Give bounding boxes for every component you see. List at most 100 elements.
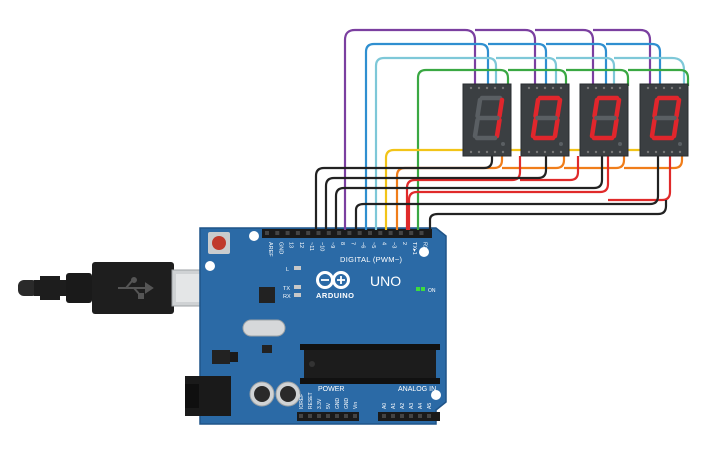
wire[interactable]: [407, 156, 672, 230]
analog-pin-label: A0: [382, 403, 388, 409]
segment-b: [674, 97, 682, 119]
digital-pin[interactable]: [337, 231, 342, 235]
small-ic: [262, 345, 272, 353]
segment-c: [611, 117, 619, 139]
analog-pin-label: A4: [418, 403, 424, 409]
wire[interactable]: [334, 156, 604, 230]
analog-pin[interactable]: [418, 414, 422, 418]
digital-pin-label: AREF: [267, 242, 273, 257]
wire[interactable]: [416, 68, 690, 230]
power-pin[interactable]: [299, 414, 303, 418]
seven-segment-display-3[interactable]: 0: [579, 83, 629, 169]
power-pin[interactable]: [353, 414, 357, 418]
brand-label: ARDUINO: [316, 291, 355, 300]
wire[interactable]: [428, 200, 668, 230]
digital-pin-label: 2: [401, 242, 407, 245]
analog-pin[interactable]: [391, 414, 395, 418]
usb-cable[interactable]: [18, 262, 213, 314]
digital-pin[interactable]: [378, 231, 383, 235]
svg-text:ON: ON: [428, 288, 436, 294]
power-pin[interactable]: [317, 414, 321, 418]
segment-f: [652, 97, 660, 119]
digital-pin[interactable]: [388, 231, 393, 235]
digital-pin[interactable]: [409, 231, 414, 235]
segment-b: [555, 97, 563, 119]
analog-pin-label: A1: [391, 403, 397, 409]
seven-segment-display-1[interactable]: 1: [462, 83, 512, 169]
segment-b: [497, 97, 505, 119]
decimal-point: [618, 142, 622, 146]
segment-e: [530, 117, 538, 139]
digital-pin[interactable]: [347, 231, 352, 235]
wire[interactable]: [343, 28, 652, 230]
decimal-point: [501, 142, 505, 146]
wire[interactable]: [324, 156, 548, 230]
wire[interactable]: [374, 56, 686, 230]
digital-pin-label: 4: [380, 242, 386, 245]
wire[interactable]: [364, 42, 662, 230]
segment-c: [552, 117, 560, 139]
wire[interactable]: [314, 156, 494, 230]
decimal-point: [678, 142, 682, 146]
digital-pin[interactable]: [316, 231, 321, 235]
digital-pin[interactable]: [265, 231, 269, 235]
wire[interactable]: [405, 156, 580, 230]
analog-pin[interactable]: [400, 414, 404, 418]
power-jack[interactable]: [185, 376, 231, 416]
digital-pin[interactable]: [306, 231, 311, 235]
model-label: UNO: [370, 273, 401, 289]
power-pin[interactable]: [326, 414, 330, 418]
digital-pin[interactable]: [357, 231, 362, 235]
power-pin[interactable]: [335, 414, 339, 418]
analog-pin[interactable]: [409, 414, 413, 418]
digital-pin[interactable]: [419, 231, 424, 235]
reset-button[interactable]: [208, 232, 230, 254]
seven-segment-display-2[interactable]: 0: [520, 83, 570, 169]
digital-pin-label: TX▸1: [411, 242, 417, 255]
digital-pin-label: GND: [277, 242, 283, 254]
led-rx-label: RX: [283, 294, 291, 300]
decimal-point: [559, 142, 563, 146]
wire[interactable]: [354, 156, 660, 230]
analog-header[interactable]: [378, 412, 440, 421]
digital-pin[interactable]: [295, 231, 300, 235]
segment-c: [671, 117, 679, 139]
power-pin-label: IOREF: [299, 394, 305, 409]
segment-e: [649, 117, 657, 139]
digital-pin-label: ~11: [308, 242, 314, 251]
digital-pin-label: ~3: [391, 242, 397, 248]
analog-pin-label: A2: [400, 403, 406, 409]
analog-pin[interactable]: [382, 414, 386, 418]
power-pin-label: Vin: [353, 402, 359, 409]
digital-header[interactable]: [262, 229, 432, 238]
led-l-label: L: [286, 267, 289, 273]
digital-pin[interactable]: [326, 231, 331, 235]
seven-segment-display-4[interactable]: 0: [639, 83, 689, 169]
segment-e: [589, 117, 597, 139]
power-header[interactable]: [297, 412, 359, 421]
digital-pin[interactable]: [285, 231, 290, 235]
power-header-label: POWER: [318, 386, 344, 393]
power-pin-label: 3.3V: [317, 398, 323, 409]
analog-pin[interactable]: [427, 414, 431, 418]
usb-chip: [212, 350, 238, 364]
digital-pin[interactable]: [368, 231, 372, 235]
power-pin[interactable]: [344, 414, 348, 418]
digital-pin-label: RX◂0: [422, 242, 428, 255]
segment-c: [494, 117, 502, 139]
segment-b: [614, 97, 622, 119]
digital-pin[interactable]: [398, 231, 403, 235]
wires[interactable]: [314, 28, 690, 230]
segment-f: [533, 97, 541, 119]
power-pin-label: 5V: [326, 402, 332, 409]
digital-pin-label: ~6: [360, 242, 366, 248]
digital-pin[interactable]: [275, 231, 280, 235]
power-pin-label: GND: [344, 398, 350, 410]
power-pin[interactable]: [308, 414, 312, 418]
analog-pin-label: A3: [409, 403, 415, 409]
